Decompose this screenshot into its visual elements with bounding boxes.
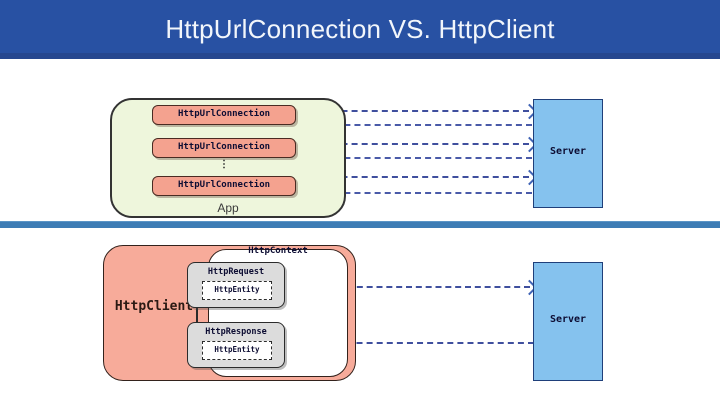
ellipsis-marker: ⋮ (219, 159, 229, 170)
http-request-box[interactable]: HttpRequest HttpEntity (187, 262, 285, 308)
http-context-label: HttpContext (248, 246, 308, 256)
http-response-entity-box[interactable]: HttpEntity (202, 341, 272, 360)
arrow-line-response-2 (304, 157, 532, 159)
arrow-line-response-bottom (296, 342, 534, 344)
server-label-top: Server (549, 146, 587, 157)
http-client-label: HttpClient (114, 299, 194, 314)
http-response-box[interactable]: HttpResponse HttpEntity (187, 322, 285, 368)
arrow-line-request-bottom (288, 286, 530, 288)
header-band (0, 0, 720, 53)
section-divider (0, 222, 720, 228)
http-response-label: HttpResponse (205, 327, 267, 337)
http-request-label: HttpRequest (207, 267, 265, 277)
http-request-entity-box[interactable]: HttpEntity (202, 281, 272, 300)
http-url-connection-box-3[interactable]: HttpUrlConnection (152, 176, 296, 196)
server-box-top: Server (533, 99, 603, 208)
request-response-connector (196, 307, 198, 323)
http-url-connection-box-1[interactable]: HttpUrlConnection (152, 105, 296, 125)
arrow-line-response-1 (304, 124, 532, 126)
arrow-line-request-1 (160, 110, 529, 112)
divider-highlight (0, 221, 720, 222)
server-box-bottom: Server (533, 262, 603, 381)
server-label-bottom: Server (549, 314, 587, 325)
header-band-shadow (0, 53, 720, 59)
arrow-line-response-3 (304, 192, 532, 194)
app-label: App (217, 201, 239, 215)
http-url-connection-box-2[interactable]: HttpUrlConnection (152, 138, 296, 158)
page-title: HttpUrlConnection VS. HttpClient (165, 14, 555, 44)
